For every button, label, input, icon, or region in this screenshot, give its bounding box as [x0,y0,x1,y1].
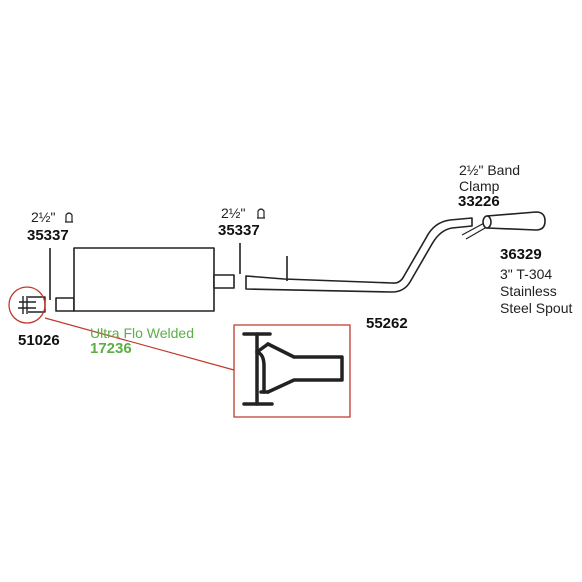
band-clamp-line2: Clamp [459,178,500,194]
u-bolt-clamp-icon-mid [257,208,265,219]
hanger-large [242,332,344,406]
callout-line [44,317,235,371]
left-clamp-part: 35337 [27,227,69,244]
muffler-outlet [213,274,235,289]
spout-line3: Steel Spout [500,300,573,316]
tailpipe [245,217,473,293]
mid-clamp-part: 35337 [218,222,260,239]
stainless-spout [482,211,546,231]
muffler-part: 17236 [90,340,132,357]
muffler-body [73,247,215,312]
left-clamp-size: 2½" [31,209,56,225]
u-bolt-clamp-icon [65,212,73,223]
spout-line2: Stainless [500,283,557,299]
muffler-description: Ultra Flo Welded [90,325,195,341]
mid-clamp-size: 2½" [221,205,246,221]
band-clamp-line1: 2½" Band [459,162,521,178]
hanger-part: 51026 [18,332,60,349]
band-clamp-part: 33226 [458,193,500,210]
callout-circle [8,286,46,324]
pipe-part: 55262 [366,315,408,332]
hanger-small [18,296,46,314]
inlet-pipe [55,297,75,312]
spout-part: 36329 [500,246,542,263]
callout-box [233,324,351,418]
spout-line1: 3" T-304 [500,266,553,282]
